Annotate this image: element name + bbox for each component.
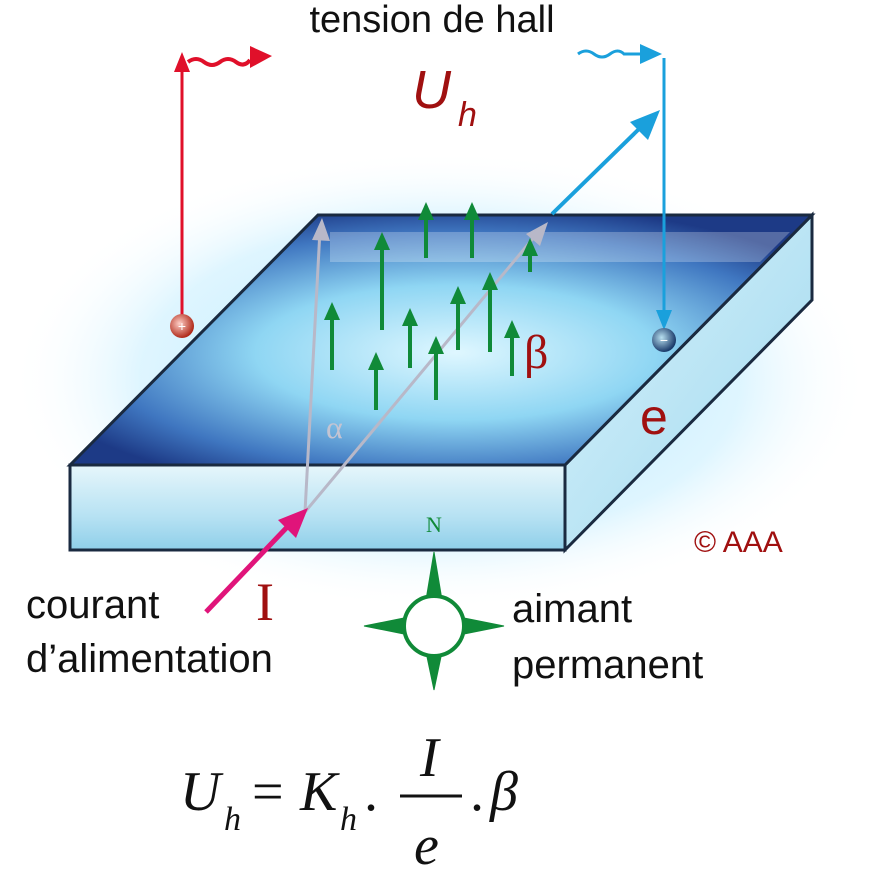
formula-dot-2: .	[470, 761, 484, 823]
field-arrow-head	[418, 202, 434, 220]
positive-lead	[180, 57, 252, 325]
magnet-label-line1: aimant	[512, 587, 632, 631]
current-arrow-line	[204, 520, 294, 614]
copyright: © AAA	[694, 526, 783, 559]
compass-west-point	[363, 617, 405, 635]
negative-sign: −	[660, 332, 668, 348]
field-arrow-head	[368, 352, 384, 370]
field-arrow-head	[324, 302, 340, 320]
field-symbol: β	[524, 326, 548, 379]
guide-lines	[303, 229, 542, 513]
current-label-line1: courant	[26, 583, 159, 627]
field-arrow-head	[428, 336, 444, 354]
field-arrow-head	[450, 286, 466, 304]
formula-denominator: e	[414, 815, 439, 877]
formula-equals: =	[252, 761, 284, 823]
current-symbol: I	[256, 572, 274, 632]
formula-lhs-sub: h	[224, 801, 241, 838]
field-arrows	[324, 202, 538, 410]
formula-dot-1: .	[364, 761, 378, 823]
negative-lead-right-arrow	[640, 44, 662, 64]
field-arrow-head	[522, 238, 538, 256]
formula-lhs: U	[180, 761, 224, 823]
guide-arrow-diagonal	[526, 222, 548, 246]
field-arrow-head	[482, 272, 498, 290]
deflection-line	[550, 126, 642, 216]
formula-numerator: I	[419, 727, 441, 789]
plate-top-highlight	[330, 232, 790, 262]
voltage-symbol-subscript: h	[458, 96, 477, 134]
current-arrow-head	[278, 508, 308, 538]
formula-last: β	[489, 761, 518, 823]
voltage-symbol: U	[412, 60, 452, 120]
negative-terminal	[652, 328, 676, 352]
guide-arrow-vertical	[312, 218, 330, 241]
north-label: N	[426, 512, 442, 537]
positive-terminal	[170, 314, 194, 338]
field-arrow-head	[464, 202, 480, 220]
deflection-arrow-head	[630, 110, 660, 140]
positive-lead-right-arrow	[250, 46, 272, 68]
positive-lead-up-arrow	[174, 52, 190, 72]
magnet-label-line2: permanent	[512, 643, 703, 687]
negative-lead	[577, 49, 666, 312]
plate-top-face	[66, 213, 816, 467]
compass-ring	[402, 594, 466, 658]
field-arrow-head	[504, 320, 520, 338]
negative-lead-down-arrow	[656, 310, 672, 330]
formula: U h = K h . I e . β	[180, 727, 518, 877]
thickness-symbol: e	[640, 389, 668, 445]
compass	[363, 551, 505, 691]
plate-front-face	[68, 463, 567, 552]
positive-sign: +	[178, 318, 186, 334]
compass-east-point	[463, 617, 505, 635]
formula-coef: K	[299, 761, 340, 823]
field-arrow-head	[402, 308, 418, 326]
title: tension de hall	[309, 0, 554, 41]
angle-symbol: α	[326, 409, 343, 445]
formula-coef-sub: h	[340, 801, 357, 838]
current-label-line2: d’alimentation	[26, 637, 273, 681]
field-arrow-head	[374, 232, 390, 250]
